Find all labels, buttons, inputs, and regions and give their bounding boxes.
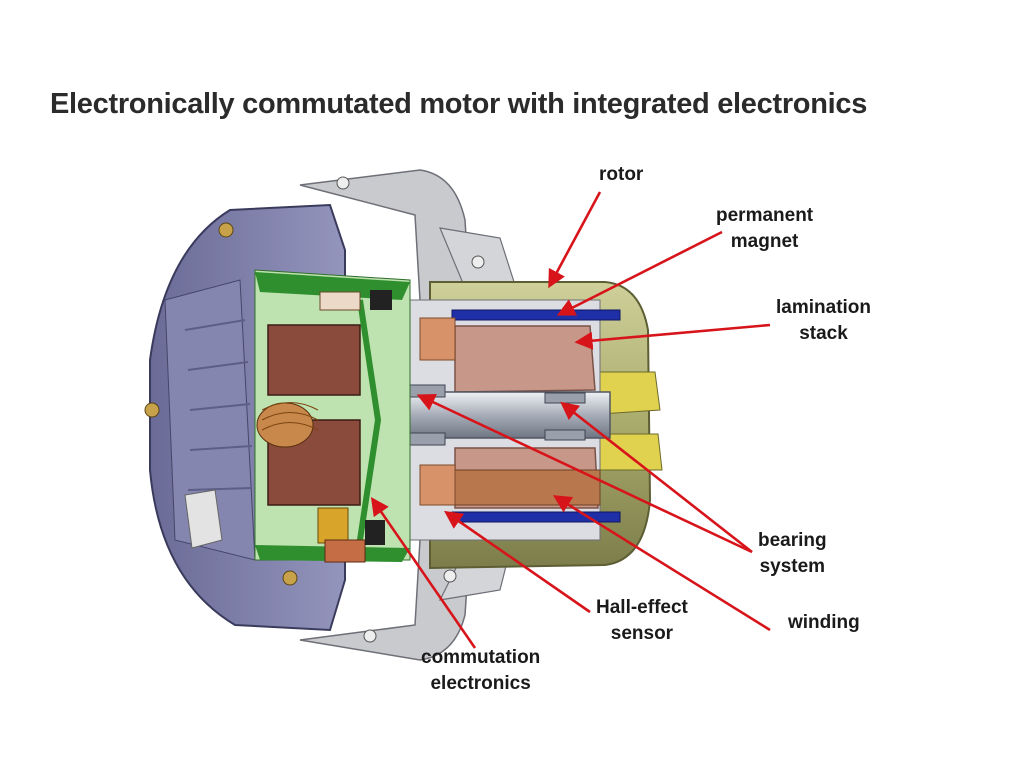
label-hall-effect-sensor-line-1: Hall-effect	[596, 597, 688, 618]
label-commutation-electronics: commutation electronics	[421, 645, 540, 697]
label-lamination-stack-line-1: lamination	[776, 297, 872, 318]
label-rotor-line-1: rotor	[599, 164, 644, 185]
label-permanent-magnet-line-1: permanent	[716, 205, 814, 226]
hall-effect-sensor-arrow	[444, 510, 591, 614]
label-bearing-system: bearing system	[758, 528, 827, 580]
label-rotor: rotor	[599, 162, 643, 188]
commutation-electronics-arrow	[370, 497, 477, 649]
label-bearing-system-line-2: system	[759, 556, 826, 577]
permanent-magnet-arrow	[556, 230, 723, 316]
page-title: Electronically commutated motor with int…	[50, 88, 868, 120]
label-hall-effect-sensor-line-2: sensor	[610, 623, 674, 644]
mounting-flange	[299, 169, 516, 661]
callout-arrows	[370, 191, 771, 649]
label-hall-effect-sensor: Hall-effect sensor	[596, 595, 688, 647]
label-winding: winding	[788, 610, 860, 636]
label-lamination-stack: lamination stack	[776, 295, 871, 347]
bearing-system-arrow-2	[560, 401, 753, 554]
rotor-arrow	[548, 191, 602, 289]
label-bearing-system-line-1: bearing	[758, 530, 827, 551]
bearing-system-arrow-1	[416, 393, 753, 554]
label-permanent-magnet: permanent magnet	[716, 203, 813, 255]
label-lamination-stack-line-2: stack	[799, 323, 848, 344]
label-permanent-magnet-line-2: magnet	[730, 231, 799, 252]
label-commutation-electronics-line-1: commutation	[421, 647, 541, 668]
lamination-stack-arrow	[574, 323, 771, 350]
winding-arrow	[552, 495, 771, 632]
commutation-pcb	[254, 269, 411, 563]
label-commutation-electronics-line-2: electronics	[430, 673, 531, 694]
label-winding-line-1: winding	[788, 612, 860, 633]
